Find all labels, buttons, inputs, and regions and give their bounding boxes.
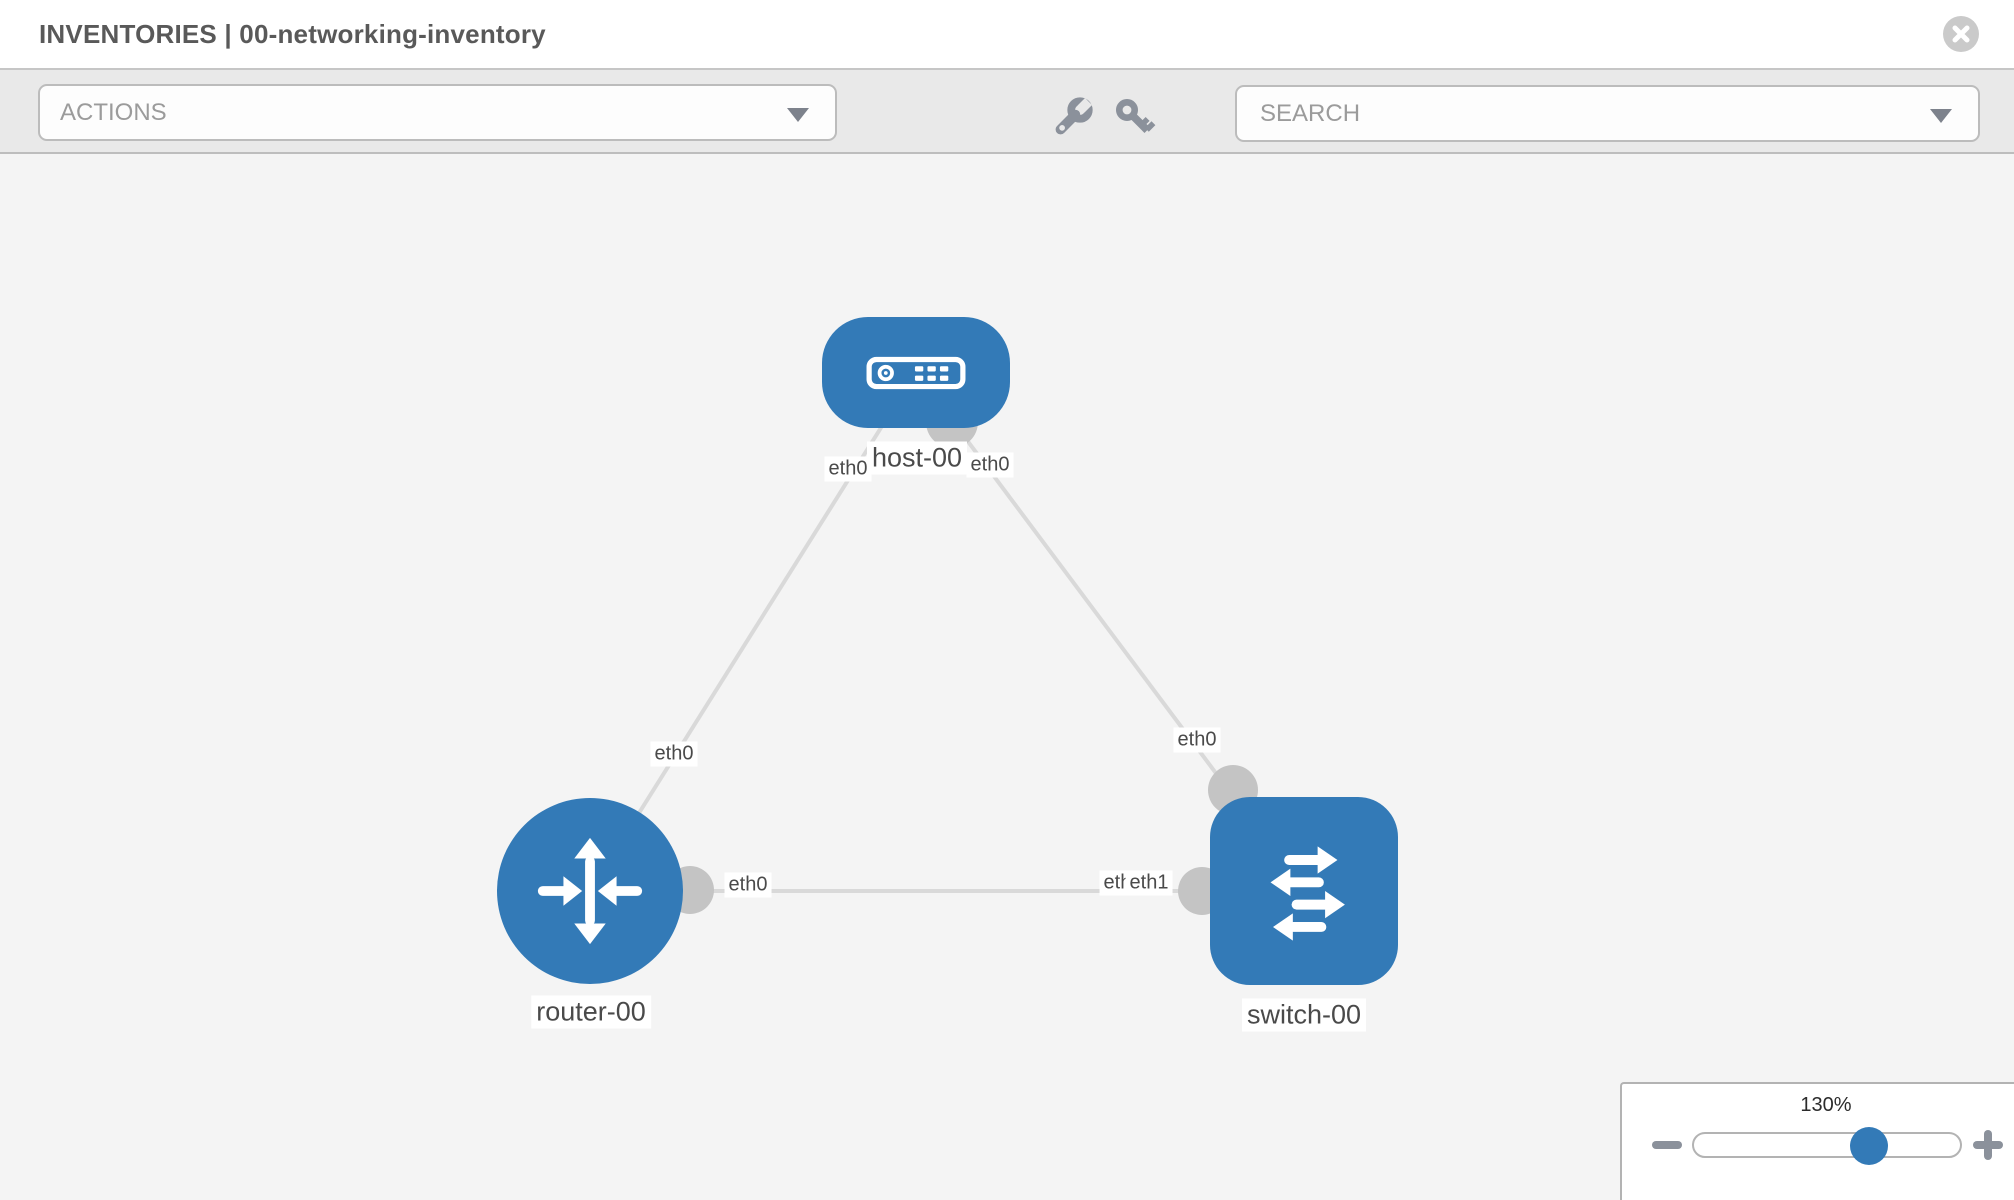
search-placeholder: SEARCH [1260, 100, 1361, 127]
chevron-down-icon [1930, 109, 1952, 123]
node-switch-00[interactable] [1210, 797, 1398, 985]
node-label-switch: switch-00 [1241, 998, 1367, 1032]
node-label-router: router-00 [531, 995, 651, 1029]
interface-label: eth0 [824, 456, 872, 482]
links-layer [588, 370, 1306, 915]
key-icon-button[interactable] [1112, 95, 1156, 139]
topology-canvas[interactable]: eth0 eth0 eth0 eth0 eth0 eth1 eth1 host-… [0, 154, 2014, 1200]
close-button[interactable] [1943, 16, 1979, 52]
wrench-icon-button[interactable] [1051, 95, 1095, 139]
chevron-down-icon [787, 108, 809, 122]
zoom-slider-thumb[interactable] [1850, 1127, 1888, 1165]
router-icon [537, 837, 643, 945]
interface-label: eth0 [966, 452, 1014, 478]
toolbar: ACTIONS SEARCH [0, 70, 2014, 154]
interface-label: eth0 [1173, 727, 1221, 753]
zoom-slider-track[interactable] [1692, 1127, 1962, 1165]
node-label-host: host-00 [866, 441, 968, 475]
plus-icon [1973, 1130, 2003, 1160]
zoom-out-button[interactable] [1650, 1128, 1684, 1162]
zoom-level-value: 130% [1800, 1094, 1852, 1116]
zoom-in-button[interactable] [1971, 1128, 2005, 1162]
search-dropdown[interactable]: SEARCH [1235, 85, 1980, 142]
node-host-00[interactable] [822, 317, 1010, 428]
host-icon [866, 356, 966, 389]
zoom-panel: 130% [1620, 1082, 2014, 1200]
header-bar: INVENTORIES | 00-networking-inventory [0, 0, 2014, 70]
page-title: INVENTORIES | 00-networking-inventory [39, 19, 546, 49]
close-icon [1952, 25, 1970, 43]
interface-label: eth0 [724, 872, 772, 898]
node-router-00[interactable] [497, 798, 683, 984]
interface-label: eth1 [1125, 870, 1173, 896]
interface-label: eth0 [650, 741, 698, 767]
switch-icon [1270, 846, 1345, 941]
actions-dropdown[interactable]: ACTIONS [38, 84, 837, 141]
actions-dropdown-label: ACTIONS [60, 99, 167, 126]
